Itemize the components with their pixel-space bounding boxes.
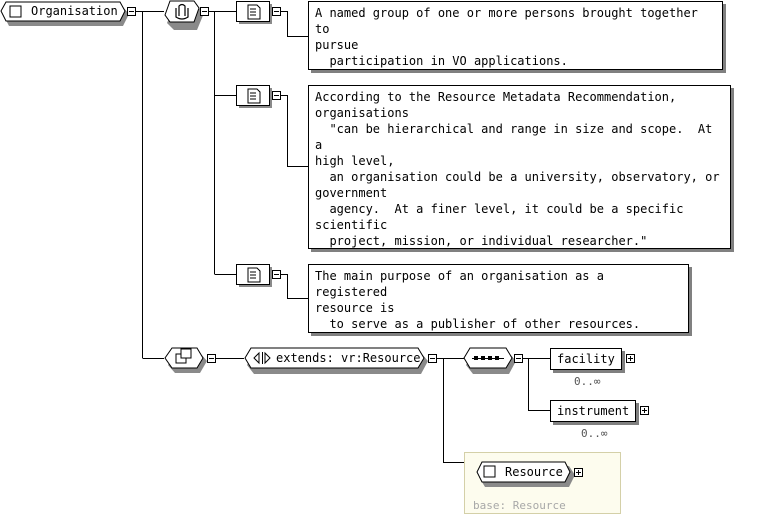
extension-label[interactable]: extends: vr:Resource xyxy=(276,351,421,365)
extension-collapse-toggle[interactable] xyxy=(428,354,437,363)
doc-icons xyxy=(236,1,272,287)
base-element-shape xyxy=(476,461,575,487)
instrument-expand-toggle[interactable] xyxy=(640,406,649,415)
complex-type-collapse-toggle[interactable] xyxy=(207,354,216,363)
documentation-box-3: The main purpose of an organisation as a… xyxy=(308,264,689,333)
doc-2-collapse-toggle[interactable] xyxy=(272,91,281,100)
complex-type-compositor-shape xyxy=(164,347,207,373)
documentation-box-2: According to the Resource Metadata Recom… xyxy=(308,85,731,249)
documentation-box-1: A named group of one or more persons bro… xyxy=(308,1,723,70)
annotation-compositor-shape xyxy=(164,0,204,30)
root-collapse-toggle[interactable] xyxy=(127,7,136,16)
facility-occurrence: 0..∞ xyxy=(574,375,601,388)
base-element-label[interactable]: Resource xyxy=(505,465,563,479)
element-instrument[interactable]: instrument xyxy=(550,400,636,422)
root-element-shape xyxy=(0,1,129,26)
base-element-expand-toggle[interactable] xyxy=(574,468,583,477)
sequence-compositor-shape xyxy=(463,347,516,374)
extension-shape xyxy=(244,347,428,374)
facility-expand-toggle[interactable] xyxy=(626,354,635,363)
doc-3-collapse-toggle[interactable] xyxy=(272,270,281,279)
sequence-collapse-toggle[interactable] xyxy=(514,354,523,363)
element-facility[interactable]: facility xyxy=(550,348,622,370)
doc-1-collapse-toggle[interactable] xyxy=(272,7,281,16)
annotation-collapse-toggle[interactable] xyxy=(200,7,209,16)
instrument-occurrence: 0..∞ xyxy=(581,427,608,440)
base-type-caption: base: Resource xyxy=(473,499,566,512)
root-element-label[interactable]: Organisation xyxy=(31,4,118,18)
